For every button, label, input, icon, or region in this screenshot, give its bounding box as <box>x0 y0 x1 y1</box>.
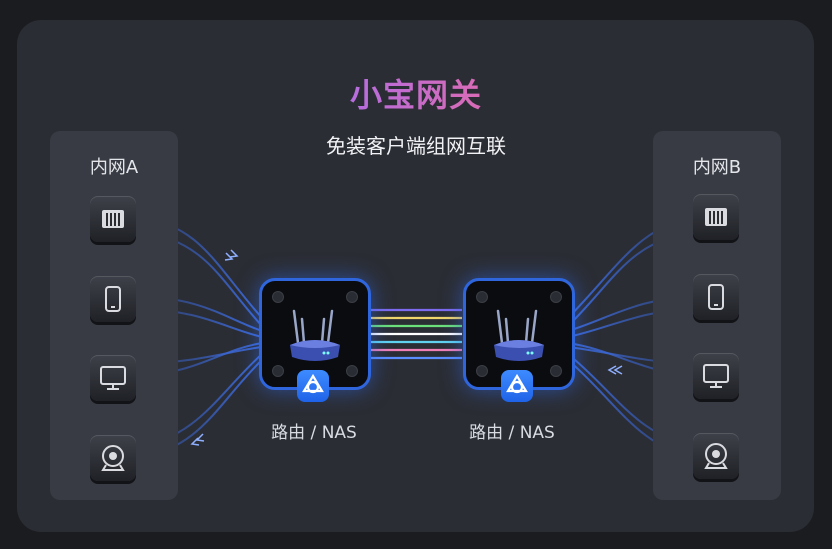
router-icon <box>494 309 544 361</box>
webcam-icon <box>90 435 136 481</box>
network-a-label: 内网A <box>89 157 139 178</box>
monitor-icon <box>90 355 136 401</box>
phone-icon <box>693 274 739 320</box>
network-a-panel: 内网A <box>50 131 178 500</box>
page-subtitle: 免装客户端组网互联 <box>326 134 506 158</box>
page-title: 小宝网关 <box>0 70 832 116</box>
network-b-label: 内网B <box>692 157 742 178</box>
router-icon <box>290 309 340 361</box>
monitor-icon <box>693 353 739 399</box>
arrow-mark <box>224 249 239 261</box>
nas-server-icon <box>90 196 136 242</box>
arrow-mark <box>607 365 623 375</box>
network-b-panel: 内网B <box>653 131 781 500</box>
webcam-icon <box>693 433 739 479</box>
xiaobao-logo-icon <box>297 370 329 402</box>
phone-icon <box>90 276 136 322</box>
xiaobao-logo-icon <box>501 370 533 402</box>
arrow-mark <box>190 433 205 446</box>
gateway-b-label: 路由 / NAS <box>469 423 555 443</box>
gateway-a-label: 路由 / NAS <box>271 423 357 443</box>
nas-server-icon <box>693 194 739 240</box>
